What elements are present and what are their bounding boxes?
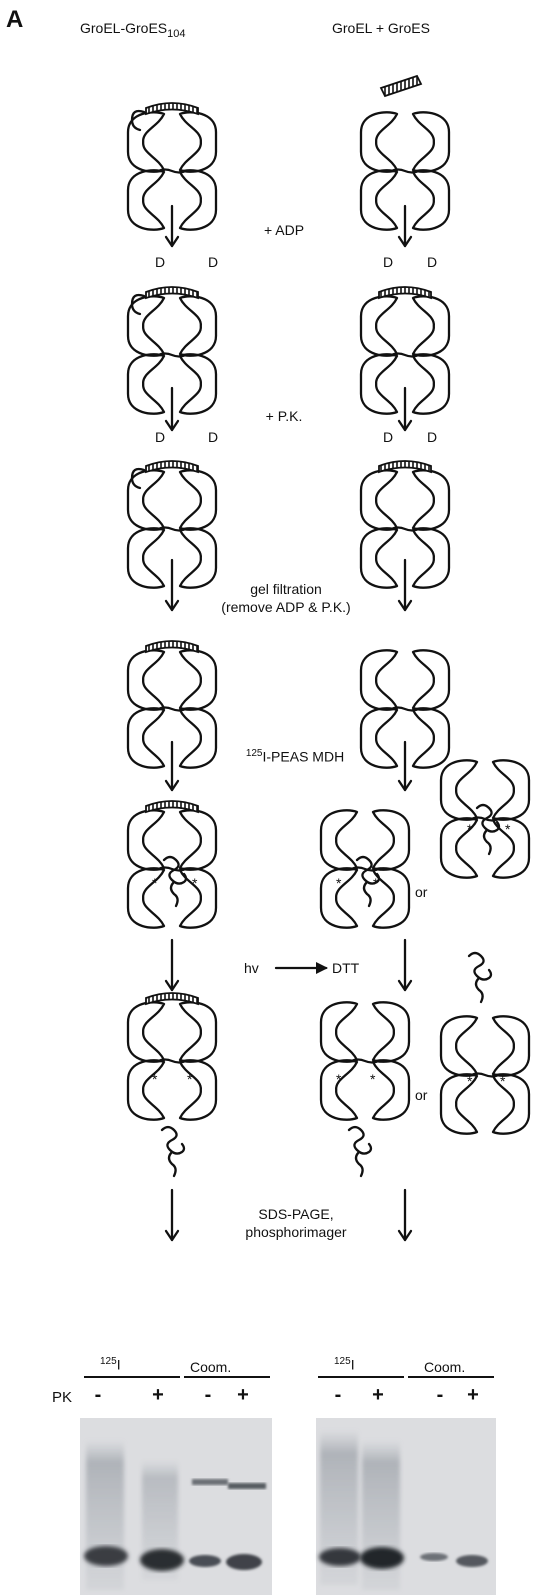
gel-right-lane1-band — [319, 1548, 361, 1566]
gel-left-lane1-smear — [86, 1440, 124, 1590]
gel-left-lane2-band — [140, 1549, 184, 1571]
gel-right-lane4-band — [456, 1555, 488, 1567]
gel-right-lane3-band — [420, 1553, 448, 1561]
gel-left-lane3-top-band — [192, 1479, 228, 1485]
gel-left-lane4-top-band — [228, 1483, 266, 1489]
gel-left-lane1-band — [84, 1546, 128, 1566]
gel-right-lane2-band — [360, 1547, 404, 1569]
gel-left-lane4-band — [226, 1554, 262, 1570]
gel-left-lane3-band — [189, 1555, 221, 1567]
